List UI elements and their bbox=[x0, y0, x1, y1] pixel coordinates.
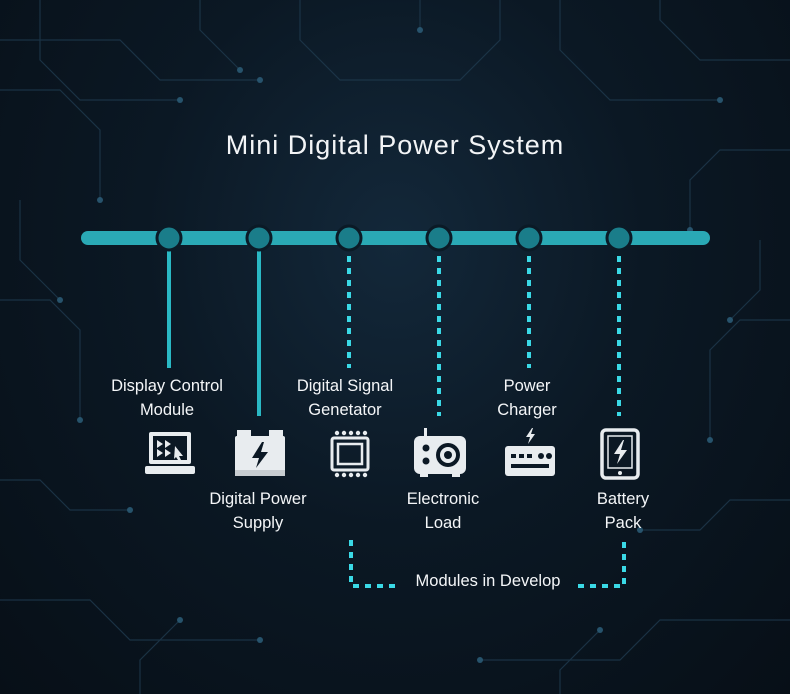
power-supply-icon bbox=[235, 430, 285, 476]
label-display-control-module: Display Control Module bbox=[111, 377, 223, 419]
label-digital-signal-generator: Digital Signal Genetator bbox=[296, 377, 394, 419]
diagram-title: Mini Digital Power System bbox=[225, 130, 565, 160]
bus-node-6 bbox=[605, 224, 633, 252]
bus-node-2 bbox=[245, 224, 273, 252]
monitor-icon bbox=[145, 432, 195, 474]
bus-node-4 bbox=[425, 224, 453, 252]
electronic-load-icon bbox=[414, 428, 466, 477]
label-battery-pack: Battery Pack bbox=[596, 490, 650, 532]
modules-in-develop-label: Modules in Develop bbox=[415, 572, 561, 590]
label-digital-power-supply: Digital Power Supply bbox=[209, 490, 307, 532]
label-power-charger: Power Charger bbox=[497, 377, 557, 419]
bus-node-5 bbox=[515, 224, 543, 252]
label-electronic-load: Electronic Load bbox=[406, 490, 480, 532]
in-develop-bracket bbox=[349, 540, 626, 588]
charger-icon bbox=[505, 428, 555, 476]
bus-node-1 bbox=[155, 224, 183, 252]
bus-node-3 bbox=[335, 224, 363, 252]
battery-pack-icon bbox=[600, 428, 640, 480]
chip-icon bbox=[330, 430, 370, 478]
